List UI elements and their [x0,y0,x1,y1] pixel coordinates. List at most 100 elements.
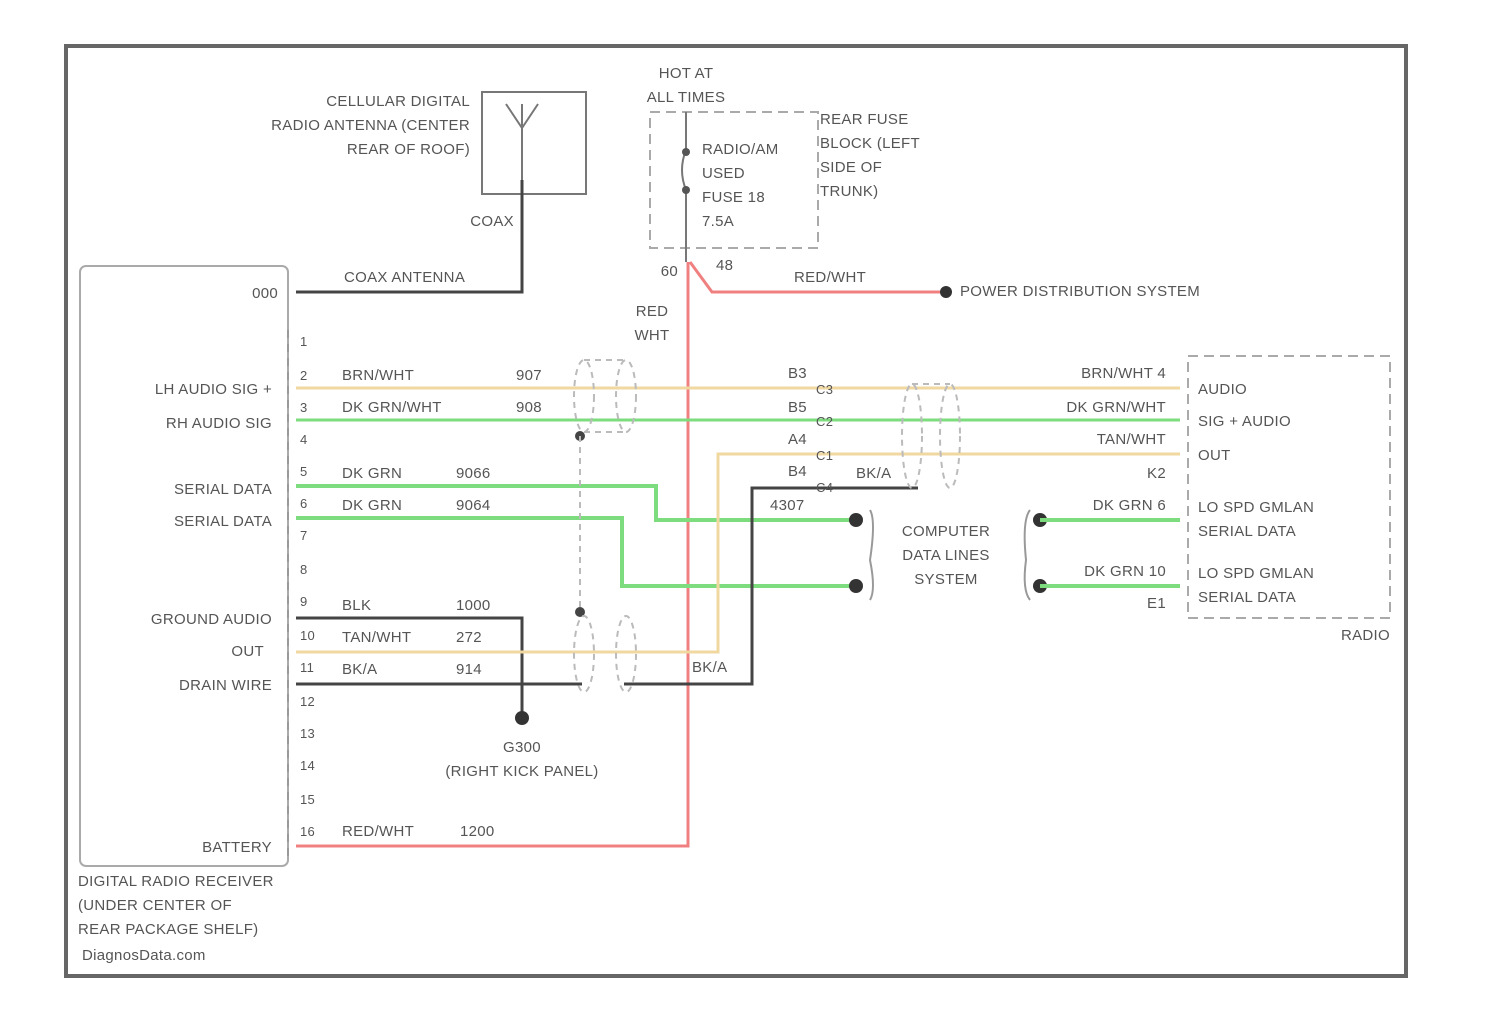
radio-func-lo-spd-1: LO SPD GMLAN [1198,499,1314,516]
wire-pin11-color: BK/A [342,661,377,678]
fuse-block-line-2: BLOCK (LEFT [820,135,920,152]
radio-wire-label-1: BRN/WHT 4 [1081,365,1166,382]
wire-pin5-color: DK GRN [342,465,402,482]
battery-wire [296,262,688,846]
coax-pin-label: 000 [252,285,278,302]
label-serial-data-2: SERIAL DATA [174,513,272,530]
fuse-pin-left: 60 [661,263,678,280]
fuse-terminal-bottom [682,186,690,194]
radio-dkgrn-6: DK GRN 6 [1093,497,1166,514]
pin-13: 13 [300,726,315,741]
fuse-terminal-top [682,148,690,156]
computer-line-1: COMPUTER [902,523,990,540]
receiver-caption-1: DIGITAL RADIO RECEIVER [78,873,274,890]
radio-func-sig-audio: SIG + AUDIO [1198,413,1291,430]
fuse-label-3: FUSE 18 [702,189,765,206]
computer-bracket-left [870,510,873,600]
fuse-block-line-3: SIDE OF [820,159,882,176]
receiver-box [80,266,288,866]
inline-c4: C4 [816,480,833,495]
fuse-block-line-1: REAR FUSE [820,111,909,128]
radio-func-lo-spd-2: LO SPD GMLAN [1198,565,1314,582]
label-serial-data-1: SERIAL DATA [174,481,272,498]
fuse-group: HOT AT ALL TIMES RADIO/AM USED FUSE 18 7… [647,65,920,280]
radio-pin-k2: K2 [1147,465,1166,482]
wire-pin10-color: TAN/WHT [342,629,411,646]
pin-6: 6 [300,496,308,511]
ground-node [515,711,529,725]
wire-drain-bka-mid: BK/A [856,465,891,482]
inline-pin-a4: A4 [788,431,807,448]
wire-pin9-color: BLK [342,597,371,614]
receiver-group: LH AUDIO SIG + RH AUDIO SIG SERIAL DATA … [78,266,315,964]
wire-pin10-tan [296,454,1180,652]
label-ground-audio: GROUND AUDIO [151,611,272,628]
data-node-left-1 [849,513,863,527]
wire-pin10-circuit: 272 [456,629,482,646]
pin-16: 16 [300,824,315,839]
pin-4: 4 [300,432,308,447]
wire-drain-code: 4307 [770,497,805,514]
pin-9: 9 [300,594,308,609]
label-drain-wire: DRAIN WIRE [179,677,272,694]
fuse-label-1: RADIO/AM [702,141,779,158]
power-distribution-node [940,286,952,298]
pin-3: 3 [300,400,308,415]
pin-10: 10 [300,628,315,643]
receiver-caption-2: (UNDER CENTER OF [78,897,232,914]
wire-pin6-color: DK GRN [342,497,402,514]
radio-dkgrn-10: DK GRN 10 [1084,563,1166,580]
computer-line-3: SYSTEM [914,571,977,588]
radio-name: RADIO [1341,627,1390,644]
coax-label: COAX [470,213,514,230]
inline-c1: C1 [816,448,833,463]
antenna-title-line-2: RADIO ANTENNA (CENTER [271,117,470,134]
fuse-label-4: 7.5A [702,213,734,230]
radio-func-out: OUT [1198,447,1231,464]
antenna-box [482,92,586,194]
wire-pin16-color: RED/WHT [342,823,414,840]
pin-8: 8 [300,562,308,577]
power-wire-color-label: RED/WHT [794,269,866,286]
battery-wire-color-2: WHT [634,327,669,344]
pin-5: 5 [300,464,308,479]
pin-15: 15 [300,792,315,807]
receiver-caption-3: REAR PACKAGE SHELF) [78,921,258,938]
radio-pin-e1: E1 [1147,595,1166,612]
wire-pin3-circuit: 908 [516,399,542,416]
fuse-label-2: USED [702,165,745,182]
pin-12: 12 [300,694,315,709]
power-distribution-label: POWER DISTRIBUTION SYSTEM [960,283,1200,300]
computer-data-lines: COMPUTER DATA LINES SYSTEM [849,510,1180,600]
wire-pin6-circuit: 9064 [456,497,491,514]
radio-func-serial-2: SERIAL DATA [1198,589,1296,606]
pin-14: 14 [300,758,315,773]
inline-c3: C3 [816,382,833,397]
wire-pin2-color: BRN/WHT [342,367,414,384]
hot-at-line-1: HOT AT [659,65,714,82]
battery-wire-color-1: RED [636,303,669,320]
wire-pin6-green [296,518,856,586]
label-rh-audio: RH AUDIO SIG [166,415,272,432]
data-node-left-2 [849,579,863,593]
radio-wire-label-3: TAN/WHT [1097,431,1166,448]
inline-connector: B3 B5 A4 B4 C3 C2 C1 C4 [788,365,833,495]
ground-location: (RIGHT KICK PANEL) [445,763,598,780]
inline-c2: C2 [816,414,833,429]
computer-line-2: DATA LINES [902,547,989,564]
inline-pin-b4: B4 [788,463,807,480]
coax-antenna-label: COAX ANTENNA [344,269,465,286]
pin-7: 7 [300,528,308,543]
wire-pin2-circuit: 907 [516,367,542,384]
label-lh-audio: LH AUDIO SIG + [155,381,272,398]
radio-func-audio: AUDIO [1198,381,1247,398]
wire-pin3-color: DK GRN/WHT [342,399,442,416]
antenna-group: CELLULAR DIGITAL RADIO ANTENNA (CENTER R… [252,92,586,302]
watermark: DiagnosData.com [82,947,206,964]
fuse-block-line-4: TRUNK) [820,183,878,200]
wire-pin9-circuit: 1000 [456,597,491,614]
pin-1: 1 [300,334,308,349]
computer-bracket-right [1025,510,1030,600]
wire-drain-bka-lower: BK/A [692,659,727,676]
